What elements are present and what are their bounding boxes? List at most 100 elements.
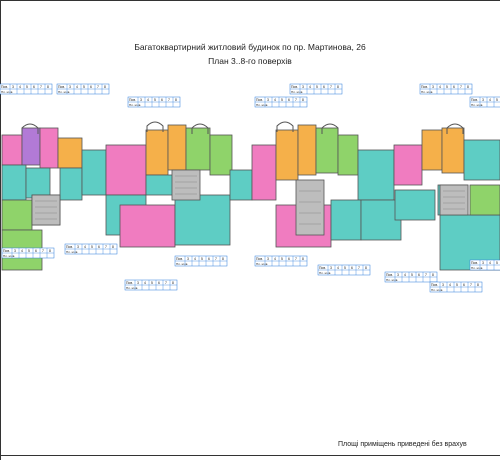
apartment-block — [209, 134, 233, 176]
area-table-floor-number: 7 — [330, 85, 332, 89]
area-table-floor-number: 4 — [489, 98, 491, 102]
area-table-floor-number: 8 — [302, 98, 304, 102]
area-table-floor-number: 5 — [344, 266, 346, 270]
apartment-block — [59, 167, 83, 201]
apartment-block — [463, 139, 500, 181]
area-table-floor-number: 7 — [425, 273, 427, 277]
area-table-row-label: Пл. м.кв. — [319, 271, 331, 275]
area-table-floor-number: 3 — [330, 266, 332, 270]
area-table-floor-number: 4 — [404, 273, 406, 277]
area-table-floor-number: 5 — [201, 257, 203, 261]
area-table-floor-number: 7 — [105, 245, 107, 249]
area-table-floor-number: 5 — [83, 85, 85, 89]
area-table-floor-number: 5 — [411, 273, 413, 277]
apartment-block — [145, 129, 169, 176]
area-table-floor-number: 4 — [194, 257, 196, 261]
area-table-floor-number: 5 — [26, 85, 28, 89]
area-table-floor-number: 5 — [154, 98, 156, 102]
frame-left — [0, 0, 1, 460]
apartment-block — [1, 199, 33, 231]
area-table-row-label: Пов. — [256, 257, 263, 261]
apartment-block — [21, 127, 41, 166]
area-table-floor-number: 8 — [104, 85, 106, 89]
area-table-floor-number: 5 — [446, 85, 448, 89]
area-table-row-label: Пл. м.кв. — [66, 250, 78, 254]
apartment-block — [1, 134, 23, 166]
apartment-block — [39, 127, 59, 169]
area-table-floor-number: 8 — [47, 85, 49, 89]
area-table-row-label: Пов. — [66, 245, 73, 249]
stair-core — [31, 194, 61, 226]
apartment-block — [251, 144, 277, 201]
area-table-floor-number: 6 — [35, 249, 37, 253]
area-table-floor-number: 8 — [175, 98, 177, 102]
area-table-floor-number: 3 — [482, 98, 484, 102]
area-table-floor-number: 4 — [19, 85, 21, 89]
apartment-block — [337, 134, 359, 176]
stair-cores-layer — [31, 169, 469, 236]
area-table-row-label: Пов. — [291, 85, 298, 89]
bay-window — [191, 123, 209, 134]
bay-window — [21, 123, 39, 134]
area-table-floor-number: 8 — [477, 283, 479, 287]
frame-top — [0, 0, 500, 1]
apartments-layer — [1, 121, 500, 271]
area-table-row-label: Пл. м.кв. — [3, 254, 15, 258]
area-table-floor-number: 4 — [274, 257, 276, 261]
area-table-floor-number: 6 — [33, 85, 35, 89]
area-table-floor-number: 8 — [365, 266, 367, 270]
stair-core — [295, 179, 325, 236]
area-table-row-label: Пл. м.кв. — [431, 288, 443, 292]
area-table-row-label: Пов. — [1, 85, 8, 89]
apartment-block — [185, 127, 211, 171]
plan-title: Багатоквартирний житловий будинок по пр.… — [134, 42, 366, 52]
area-table-floor-number: 7 — [358, 266, 360, 270]
area-table-row-label: Пов. — [319, 266, 326, 270]
area-table-floor-number: 7 — [168, 98, 170, 102]
area-table-row-label: Пов. — [3, 249, 10, 253]
area-table-floor-number: 7 — [97, 85, 99, 89]
footer-note: Площі приміщень приведені без врахув — [338, 441, 467, 448]
area-table-floor-number: 5 — [456, 283, 458, 287]
area-table-row-label: Пов. — [386, 273, 393, 277]
area-table-row-label: Пл. м.кв. — [129, 103, 141, 107]
area-table-row-label: Пов. — [471, 98, 478, 102]
plan-subtitle: План 3..8-го поверхів — [208, 56, 292, 66]
apartment-block — [421, 129, 443, 171]
apartment-block — [297, 124, 317, 176]
area-table-floor-number: 7 — [42, 249, 44, 253]
area-table-floor-number: 3 — [302, 85, 304, 89]
area-table-floor-number: 8 — [432, 273, 434, 277]
area-table-floor-number: 4 — [21, 249, 23, 253]
area-table-row-label: Пл. м.кв. — [126, 286, 138, 290]
area-table-floor-number: 5 — [151, 281, 153, 285]
area-table-floor-number: 6 — [463, 283, 465, 287]
area-table-floor-number: 5 — [91, 245, 93, 249]
area-table-row-label: Пов. — [58, 85, 65, 89]
apartment-block — [105, 144, 147, 196]
area-table-floor-number: 6 — [351, 266, 353, 270]
area-table-floor-number: 3 — [77, 245, 79, 249]
area-table-row-label: Пл. м.кв. — [291, 90, 303, 94]
area-table-row-label: Пов. — [126, 281, 133, 285]
area-table-floor-number: 7 — [40, 85, 42, 89]
area-table-floor-number: 8 — [337, 85, 339, 89]
area-table-floor-number: 7 — [470, 283, 472, 287]
apartment-block — [119, 204, 176, 248]
area-table-row-label: Пл. м.кв. — [1, 90, 13, 94]
area-table-row-label: Пл. м.кв. — [256, 103, 268, 107]
apartment-block — [469, 184, 500, 216]
area-table-floor-number: 6 — [208, 257, 210, 261]
area-table-floor-number: 5 — [316, 85, 318, 89]
area-table-floor-number: 3 — [482, 261, 484, 265]
area-table-floor-number: 4 — [489, 261, 491, 265]
area-table-floor-number: 3 — [442, 283, 444, 287]
